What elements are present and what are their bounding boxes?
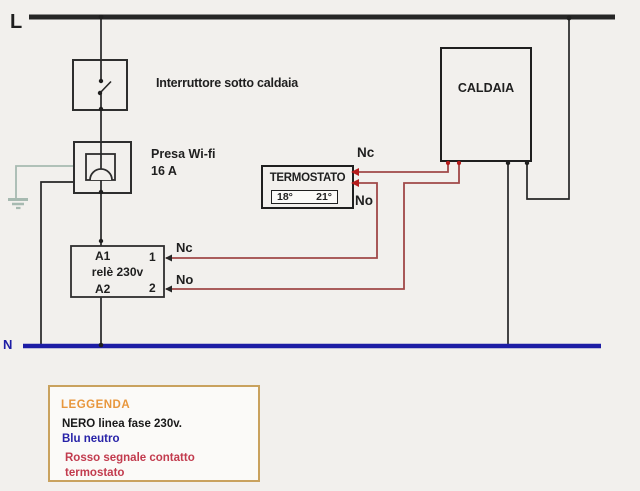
thermostat-no-to-relay-wire [166,182,378,259]
boiler-terminal-dot [524,160,530,166]
relay-box [70,245,165,298]
thermostat-nc-label: Nc [357,145,375,160]
boiler-box [440,47,532,162]
boiler-red-terminal-dot [456,160,462,166]
legend-item-black: NERO linea fase 230v. [62,418,182,430]
relay-terminal-2-label: 2 [149,281,156,295]
thermostat-display: 18° 21° [271,190,338,204]
socket-dome-icon [89,168,113,181]
boiler-label: CALDAIA [457,81,515,95]
legend-item-red-line2: termostato [65,467,125,479]
relay-a1-label: A1 [95,249,111,263]
junction-dot [98,342,104,348]
thermostat-setpoint-low: 18° [277,191,293,203]
socket-label-line1: Presa Wi-fi [151,147,216,161]
junction-dot [98,106,104,112]
phase-label: L [10,11,23,33]
socket-neutral-wire [40,181,75,344]
legend: LEGGENDA NERO linea fase 230v. Blu neutr… [48,385,260,482]
relay-terminal-2-marker [165,285,172,293]
thermostat-title: TERMOSTATO [269,172,346,184]
legend-title: LEGGENDA [61,399,131,411]
switch-label: Interruttore sotto caldaia [156,76,299,90]
relay-name-label: relè 230v [91,265,144,279]
relay-out-no-label: No [176,272,194,287]
switch-box [72,59,128,111]
junction-dot [98,189,104,195]
boiler-terminal-dot [505,160,511,166]
switch-contact-dot [98,78,104,84]
relay-terminal-1-marker [165,254,172,262]
thermostat-setpoint-high: 21° [316,191,332,203]
relay-a2-label: A2 [95,282,111,296]
relay-out-nc-label: Nc [176,240,193,255]
socket-box [73,141,132,194]
thermostat-nc-wire [353,164,449,173]
legend-item-blue: Blu neutro [62,433,120,445]
switch-contact-dot [97,90,103,96]
relay-terminal-1-label: 1 [149,250,156,264]
junction-dot [566,15,572,21]
boiler-phase-wire [526,17,570,200]
legend-item-red-line1: Rosso segnale contatto [65,452,195,464]
relay-no-to-boiler-wire [166,164,460,290]
thermostat-no-label: No [355,193,373,208]
ground-wire [15,165,75,198]
thermostat-nc-terminal [351,168,359,176]
boiler-red-terminal-dot [445,160,451,166]
junction-dot [98,238,104,244]
neutral-label: N [3,337,13,352]
socket-label-line2: 16 A [151,164,177,178]
junction-dot [98,14,104,20]
thermostat-no-terminal [351,179,359,187]
